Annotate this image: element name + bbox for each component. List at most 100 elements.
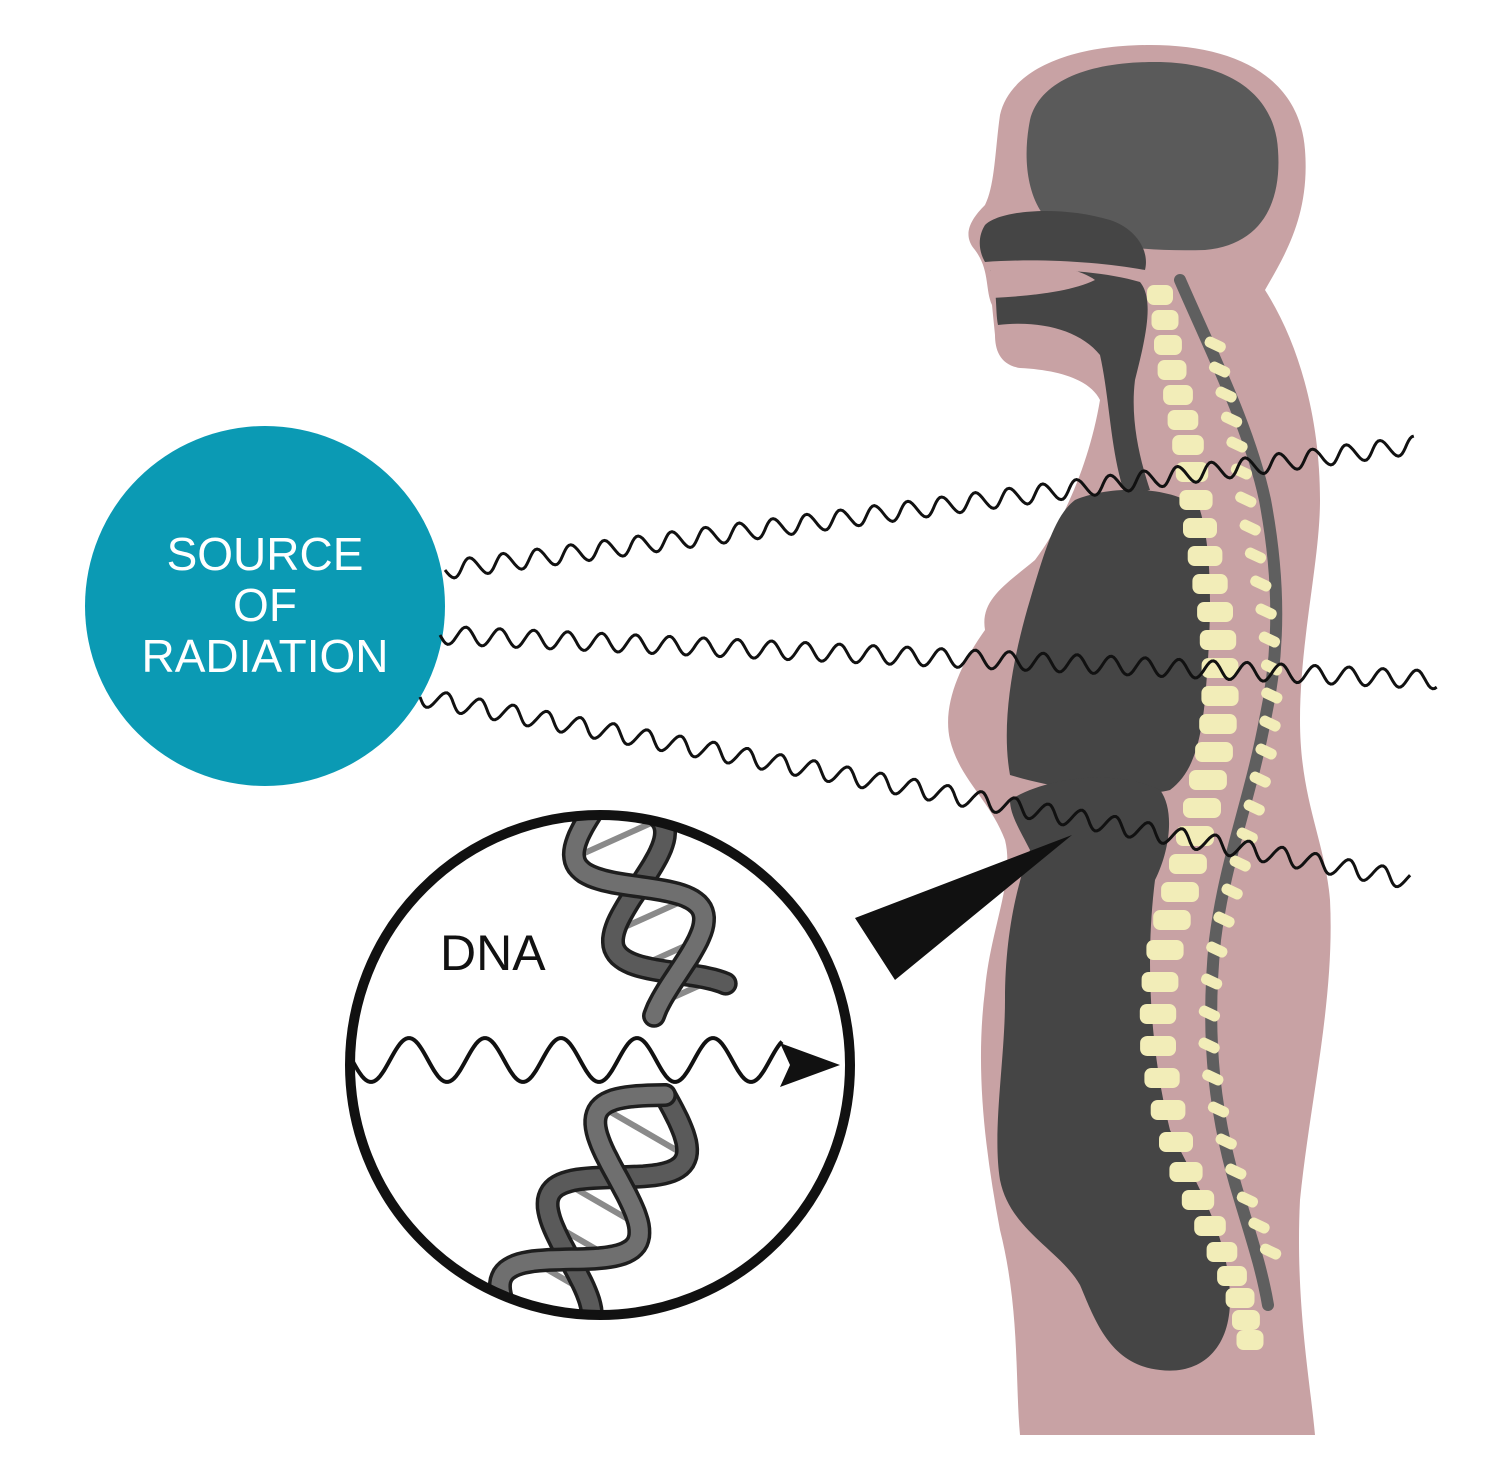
vertebra — [1161, 882, 1199, 902]
vertebra — [1199, 630, 1237, 650]
vertebra-process — [1204, 336, 1226, 353]
vertebra — [1144, 1068, 1180, 1088]
vertebra — [1199, 714, 1237, 734]
vertebra — [1192, 574, 1228, 594]
dna-helix-icon — [487, 1083, 700, 1315]
vertebra — [1141, 972, 1179, 992]
vertebra-process — [1236, 1191, 1259, 1208]
chest-cavity — [1006, 489, 1210, 795]
vertebra-process — [1248, 1217, 1270, 1234]
vertebra — [1187, 546, 1223, 566]
vertebra — [1194, 1216, 1226, 1236]
vertebra-process — [1208, 361, 1231, 378]
dna-label: DNA — [440, 925, 546, 981]
radiation-wave-2 — [438, 625, 1438, 691]
radiation-source: SOURCE OF RADIATION — [85, 426, 445, 786]
magnifier-lens — [350, 815, 850, 1315]
vertebra — [1189, 770, 1227, 790]
vertebra-process — [1255, 603, 1277, 620]
vertebra — [1195, 742, 1233, 762]
vertebra — [1146, 940, 1184, 960]
wave-icon — [350, 1036, 784, 1084]
tongue — [990, 265, 1095, 298]
vertebra — [1139, 1004, 1177, 1024]
vertebra-process — [1250, 575, 1272, 592]
dna-callout: DNA — [345, 810, 1072, 1320]
vertebra — [1217, 1266, 1247, 1286]
vertebra-process — [1261, 687, 1283, 704]
vertebra — [1172, 435, 1204, 455]
nasal-cavity — [979, 210, 1146, 270]
vertebra — [1163, 385, 1193, 405]
vertebra-process — [1213, 911, 1235, 928]
vertebra — [1150, 1100, 1186, 1120]
human-body — [948, 45, 1331, 1435]
vertebra — [1140, 1036, 1176, 1056]
vertebra — [1179, 490, 1213, 510]
vertebra-process — [1255, 743, 1277, 760]
vertebra — [1147, 285, 1173, 305]
vertebra — [1206, 1242, 1238, 1262]
callout-pointer — [855, 835, 1072, 980]
vertebra-process — [1220, 411, 1243, 428]
vertebra-process — [1243, 799, 1265, 816]
arrow-head-icon — [780, 1043, 840, 1087]
vertebra-process — [1229, 855, 1251, 872]
vertebra — [1169, 1162, 1203, 1182]
radiation-source-circle — [85, 426, 445, 786]
radiation-wave-3 — [418, 691, 1412, 889]
vertebra — [1154, 335, 1182, 355]
vertebra — [1151, 310, 1179, 330]
vertebra — [1157, 360, 1187, 380]
vertebra-process — [1236, 827, 1258, 844]
vertebra — [1167, 410, 1199, 430]
radiation-wave-1 — [443, 434, 1415, 580]
magnifier-ring — [345, 810, 855, 1320]
abdominal-cavity — [997, 777, 1230, 1371]
dna-strand — [565, 815, 713, 1025]
vertebra-process — [1215, 386, 1237, 403]
vertebra — [1169, 854, 1207, 874]
vertebra-process — [1235, 491, 1257, 508]
radiation-waves — [418, 434, 1438, 889]
source-label-line2: OF — [233, 579, 297, 631]
vertebra — [1225, 1288, 1255, 1308]
vertebra — [1183, 798, 1221, 818]
vertebra-process — [1259, 715, 1281, 732]
brain — [1026, 62, 1279, 251]
source-label-line3: RADIATION — [141, 630, 388, 682]
vertebra-process — [1260, 659, 1283, 676]
vertebra-process — [1200, 973, 1223, 990]
vertebra — [1183, 518, 1217, 538]
dna-base-pair — [572, 816, 662, 861]
source-label-line1: SOURCE — [167, 528, 364, 580]
vertebra — [1159, 1132, 1193, 1152]
vertebra-process — [1198, 1005, 1221, 1022]
vertebra-process — [1206, 941, 1228, 958]
vertebra-process — [1259, 1243, 1282, 1260]
dna-strand — [591, 815, 735, 993]
dna-strand — [507, 1086, 696, 1315]
vertebra-process — [1215, 1133, 1237, 1150]
vertebra — [1236, 1330, 1264, 1350]
vertebra — [1181, 1190, 1215, 1210]
vertebra — [1232, 1310, 1260, 1330]
vertebra-process — [1225, 1163, 1247, 1180]
vertebra — [1201, 686, 1239, 706]
vertebra — [1153, 910, 1191, 930]
vertebra-process — [1226, 436, 1248, 453]
vertebra-process — [1207, 1101, 1230, 1118]
dna-helix-icon — [561, 815, 738, 1028]
dna-strand — [491, 1086, 674, 1315]
vertebra — [1197, 602, 1233, 622]
vertebra-process — [1221, 883, 1243, 900]
vertebra-process — [1244, 547, 1267, 564]
vertebra-process — [1249, 771, 1271, 788]
vertebra-process — [1198, 1037, 1220, 1054]
throat-airway — [990, 269, 1150, 495]
vertebra-process — [1239, 519, 1261, 536]
vertebra-process — [1202, 1069, 1224, 1086]
dna-base-pair — [599, 1104, 688, 1159]
vertebra-process — [1258, 631, 1281, 648]
